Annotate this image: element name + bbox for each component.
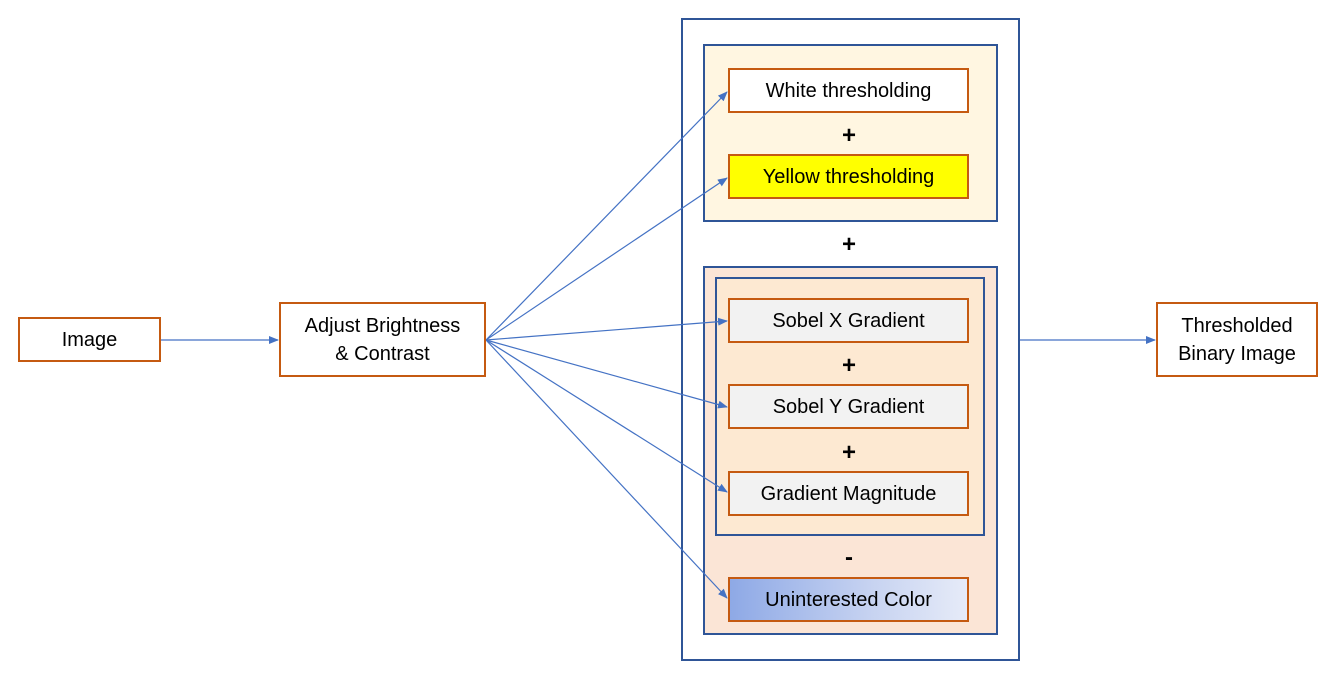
sobel-x-label: Sobel X Gradient — [772, 309, 925, 332]
plus-operator-color: + — [841, 122, 856, 149]
yellow-thresholding-label: Yellow thresholding — [762, 165, 935, 188]
output-node-label-line2: Binary Image — [1178, 342, 1296, 365]
plus-operator-groups: + — [841, 231, 856, 258]
minus-operator: - — [845, 544, 853, 571]
arrow-to-magnitude — [485, 339, 728, 493]
uninterested-color-node: Uninterested Color — [728, 577, 969, 622]
sobel-y-label: Sobel Y Gradient — [772, 395, 925, 418]
white-thresholding-label: White thresholding — [765, 79, 932, 102]
uninterested-color-label: Uninterested Color — [765, 588, 932, 611]
arrow-to-sobel-x — [485, 317, 728, 341]
sobel-y-gradient-node: Sobel Y Gradient — [728, 384, 969, 429]
outer-frame — [681, 18, 1020, 661]
adjust-node-label-line1: Adjust Brightness — [304, 314, 461, 337]
adjust-brightness-contrast-node: Adjust Brightness & Contrast — [279, 302, 486, 377]
arrow-to-sobel-y — [485, 339, 728, 409]
gradient-magnitude-label: Gradient Magnitude — [760, 482, 937, 505]
plus-operator-sobel-2: + — [841, 439, 856, 466]
arrow-to-uninterested — [485, 339, 728, 599]
image-node: Image — [18, 317, 161, 362]
image-node-label: Image — [61, 328, 118, 351]
thresholded-binary-image-node: Thresholded Binary Image — [1156, 302, 1318, 377]
yellow-thresholding-node: Yellow thresholding — [728, 154, 969, 199]
output-node-label-line1: Thresholded — [1181, 314, 1293, 337]
arrow-to-white — [485, 91, 728, 341]
gradient-magnitude-node: Gradient Magnitude — [728, 471, 969, 516]
arrow-to-yellow — [485, 177, 728, 341]
plus-operator-sobel-1: + — [841, 352, 856, 379]
sobel-x-gradient-node: Sobel X Gradient — [728, 298, 969, 343]
white-thresholding-node: White thresholding — [728, 68, 969, 113]
adjust-node-label-line2: & Contrast — [335, 342, 430, 365]
